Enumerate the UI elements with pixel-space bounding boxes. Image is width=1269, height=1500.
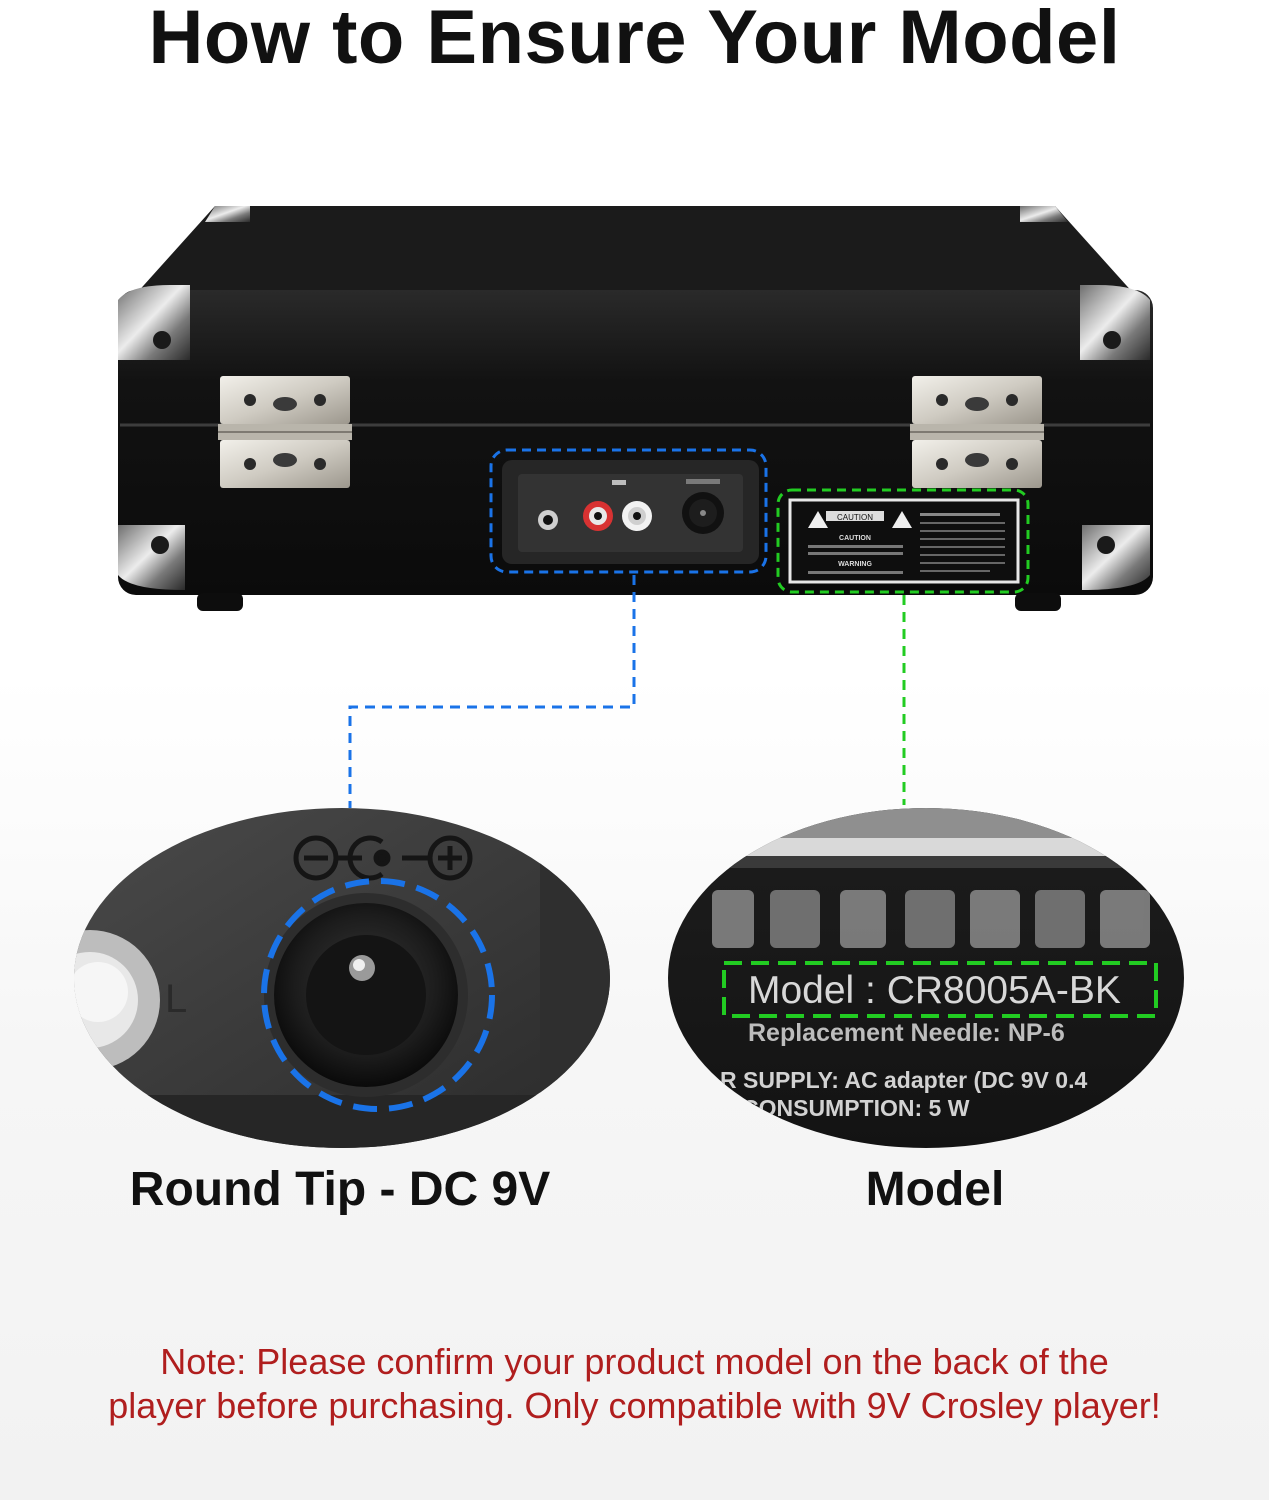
case-lid-top	[135, 206, 1135, 295]
supply-text: R SUPPLY: AC adapter (DC 9V 0.4	[720, 1067, 1087, 1093]
corner-cap-bottom-right	[1082, 525, 1150, 590]
consumption-text: CONSUMPTION: 5 W	[742, 1095, 970, 1121]
note-line-1: Note: Please confirm your product model …	[160, 1341, 1109, 1382]
corner-cap-top-right	[1080, 285, 1150, 360]
needle-text: Replacement Needle: NP-6	[748, 1019, 1065, 1047]
model-caption: Model	[865, 1163, 1005, 1216]
round-tip-highlight	[261, 878, 495, 1112]
latch-left	[218, 376, 352, 488]
model-number-highlight	[722, 961, 1158, 1018]
corner-cap-top-left	[118, 285, 190, 360]
polarity-symbol	[293, 835, 473, 881]
note-line-2: player before purchasing. Only compatibl…	[108, 1385, 1161, 1426]
caution-top-text: CAUTION	[837, 513, 873, 522]
caution-mid-text: CAUTION	[839, 535, 871, 542]
connector-line-blue	[348, 575, 636, 808]
case-foot-right	[1015, 593, 1061, 611]
latch-right	[910, 376, 1044, 488]
polarity-letter: L	[165, 977, 187, 1021]
record-player-case: CAUTION CAUTION WARNING	[118, 206, 1153, 611]
zoom-model-label: Model : CR8005A-BK Replacement Needle: N…	[668, 808, 1184, 1148]
port-panel	[502, 460, 759, 564]
zoom-dc-jack: L	[74, 808, 610, 1148]
warning-label: CAUTION CAUTION WARNING	[788, 498, 1020, 584]
model-text: Model : CR8005A-BK	[748, 969, 1121, 1012]
model-label-highlight	[776, 488, 1030, 594]
case-foot-left	[197, 593, 243, 611]
page-title: How to Ensure Your Model	[148, 0, 1121, 80]
round-tip-caption: Round Tip - DC 9V	[129, 1163, 551, 1216]
dc-port-highlight	[489, 448, 768, 574]
corner-cap-bottom-left	[118, 525, 185, 590]
purchase-note: Note: Please confirm your product model …	[40, 1340, 1229, 1428]
warning-text: WARNING	[838, 561, 872, 568]
blurred-text	[712, 890, 1150, 948]
